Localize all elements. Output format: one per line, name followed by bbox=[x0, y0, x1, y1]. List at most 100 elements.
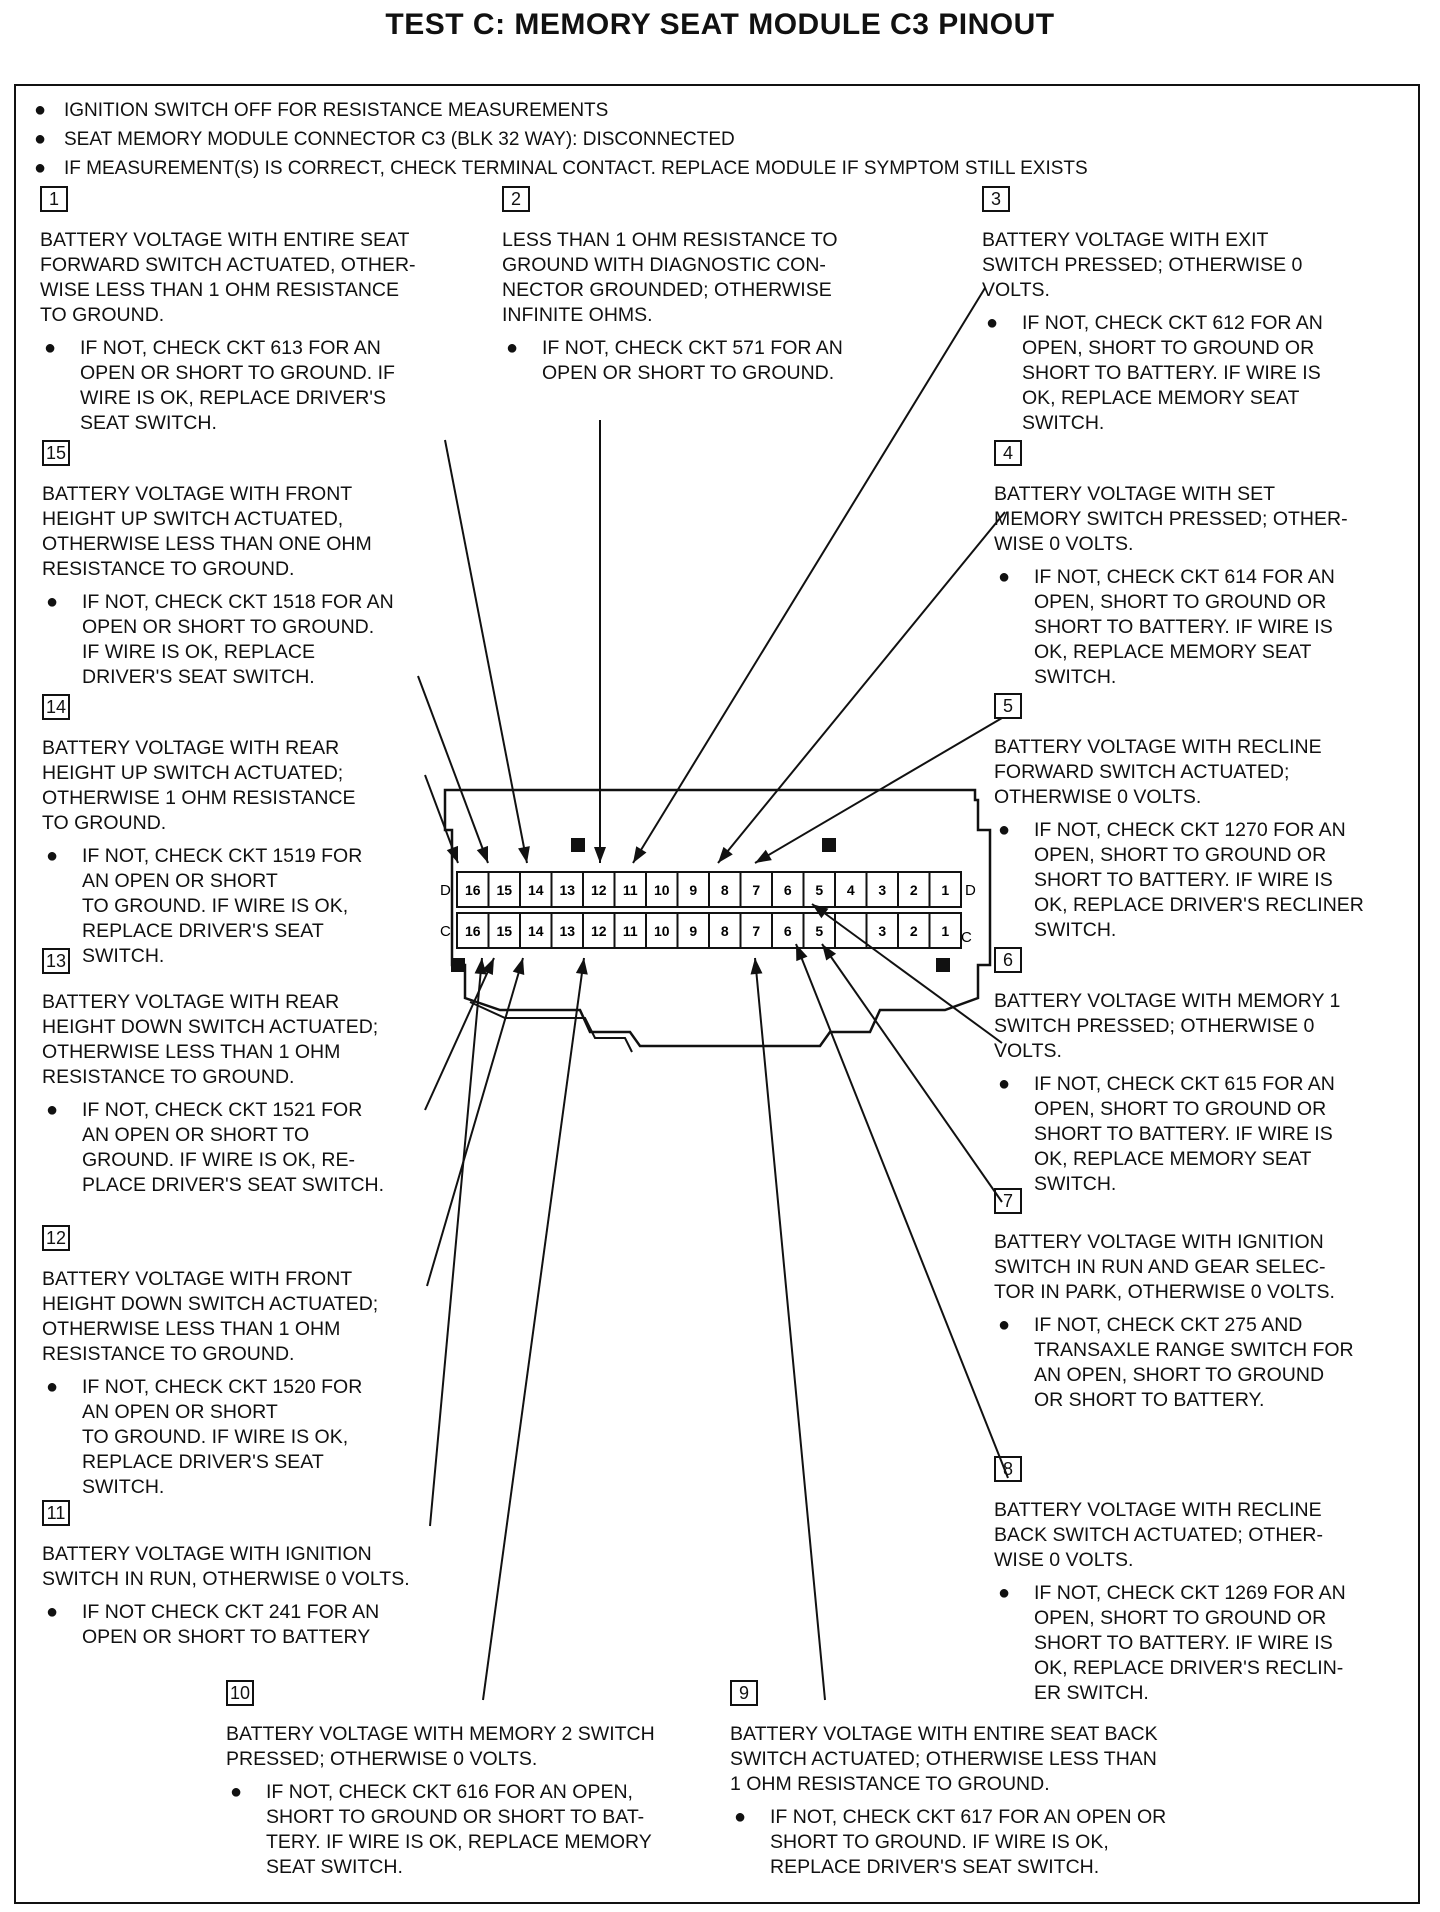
callout-description: BATTERY VOLTAGE WITH REAR HEIGHT UP SWIT… bbox=[42, 737, 356, 834]
pin-cell bbox=[897, 912, 931, 949]
callout-number: 13 bbox=[42, 948, 70, 974]
callout-leader-lines bbox=[417, 287, 1009, 1701]
callout-check: ●IF NOT, CHECK CKT 612 FOR AN OPEN, SHOR… bbox=[986, 312, 1323, 434]
callout-4: 4 BATTERY VOLTAGE WITH SET MEMORY SWITCH… bbox=[994, 440, 1348, 690]
pin-label: 16 bbox=[465, 882, 481, 898]
row-c-label-left: C bbox=[440, 923, 451, 940]
pin-label: 13 bbox=[559, 882, 575, 898]
arrowhead bbox=[446, 845, 458, 863]
callout-number: 5 bbox=[994, 693, 1022, 719]
pin-cell bbox=[928, 912, 962, 949]
pin-label: 6 bbox=[784, 923, 792, 939]
pin-cell bbox=[487, 912, 521, 949]
note-item: ●IF MEASUREMENT(S) IS CORRECT, CHECK TER… bbox=[34, 154, 1088, 183]
pin-label: 12 bbox=[591, 882, 607, 898]
page-title: TEST C: MEMORY SEAT MODULE C3 PINOUT bbox=[385, 8, 1055, 41]
pin-label: 9 bbox=[689, 923, 697, 939]
arrowhead bbox=[796, 944, 808, 962]
leader-line bbox=[811, 903, 1003, 1044]
pin-label: 3 bbox=[878, 882, 886, 898]
callout-check: ●IF NOT, CHECK CKT 275 AND TRANSAXLE RAN… bbox=[998, 1314, 1354, 1411]
pin-label: 8 bbox=[721, 882, 729, 898]
callout-check: ●IF NOT, CHECK CKT 1521 FOR AN OPEN OR S… bbox=[46, 1099, 385, 1196]
callout-check: ●IF NOT, CHECK CKT 1520 FOR AN OPEN OR S… bbox=[46, 1376, 363, 1498]
bullet-icon: ● bbox=[34, 128, 47, 150]
row-d-label-right: D bbox=[965, 882, 976, 899]
leader-line bbox=[632, 287, 986, 864]
pin-cell bbox=[456, 871, 490, 908]
pin-label: 2 bbox=[910, 882, 918, 898]
pin-label: 10 bbox=[654, 882, 670, 898]
arrowhead bbox=[512, 958, 525, 976]
callout-8: 8 BATTERY VOLTAGE WITH RECLINE BACK SWIT… bbox=[994, 1456, 1346, 1706]
pin-cell bbox=[739, 912, 773, 949]
callout-14: 14 BATTERY VOLTAGE WITH REAR HEIGHT UP S… bbox=[42, 694, 362, 969]
callout-13: 13 BATTERY VOLTAGE WITH REAR HEIGHT DOWN… bbox=[42, 948, 384, 1198]
callout-check: ●IF NOT, CHECK CKT 571 FOR AN OPEN OR SH… bbox=[506, 337, 843, 384]
callout-number: 15 bbox=[42, 440, 70, 466]
callout-number: 14 bbox=[42, 694, 70, 720]
bullet-icon: ● bbox=[46, 1601, 59, 1623]
polarity-key bbox=[822, 838, 836, 852]
callout-1: 1 BATTERY VOLTAGE WITH ENTIRE SEAT FORWA… bbox=[40, 186, 416, 436]
leader-line bbox=[821, 943, 1003, 1203]
bullet-icon: ● bbox=[998, 819, 1011, 841]
callout-number: 2 bbox=[502, 186, 530, 212]
polarity-key bbox=[571, 838, 585, 852]
callout-description: BATTERY VOLTAGE WITH ENTIRE SEAT FORWARD… bbox=[40, 229, 416, 326]
pin-label: 7 bbox=[752, 882, 760, 898]
pin-label: 7 bbox=[752, 923, 760, 939]
arrowhead bbox=[718, 846, 733, 863]
callout-description: BATTERY VOLTAGE WITH FRONT HEIGHT UP SWI… bbox=[42, 483, 372, 580]
pin-cell bbox=[834, 912, 868, 949]
arrowhead bbox=[633, 846, 647, 863]
callout-15: 15 BATTERY VOLTAGE WITH FRONT HEIGHT UP … bbox=[42, 440, 394, 690]
callout-description: BATTERY VOLTAGE WITH MEMORY 1 SWITCH PRE… bbox=[994, 990, 1341, 1062]
pin-label: 15 bbox=[496, 882, 512, 898]
callout-check: ●IF NOT, CHECK CKT 1518 FOR AN OPEN OR S… bbox=[46, 591, 394, 688]
callout-description: BATTERY VOLTAGE WITH IGNITION SWITCH IN … bbox=[42, 1543, 410, 1590]
pin-label: 14 bbox=[528, 882, 544, 898]
pin-label: 11 bbox=[623, 923, 638, 939]
bullet-icon: ● bbox=[734, 1806, 747, 1828]
row-c-label-right: C bbox=[961, 929, 972, 946]
pin-label: 11 bbox=[623, 882, 638, 898]
bullet-icon: ● bbox=[34, 157, 47, 179]
callout-check: ●IF NOT, CHECK CKT 615 FOR AN OPEN, SHOR… bbox=[998, 1073, 1335, 1195]
pin-label: 6 bbox=[784, 882, 792, 898]
bullet-icon: ● bbox=[46, 1376, 59, 1398]
note-item: ●SEAT MEMORY MODULE CONNECTOR C3 (BLK 32… bbox=[34, 125, 1088, 154]
callout-description: BATTERY VOLTAGE WITH RECLINE BACK SWITCH… bbox=[994, 1499, 1323, 1571]
pin-cell bbox=[771, 912, 805, 949]
callout-5: 5 BATTERY VOLTAGE WITH RECLINE FORWARD S… bbox=[994, 693, 1364, 943]
arrowhead bbox=[476, 845, 489, 863]
pin-label: 16 bbox=[465, 923, 481, 939]
callout-description: BATTERY VOLTAGE WITH SET MEMORY SWITCH P… bbox=[994, 483, 1348, 555]
callout-3: 3 BATTERY VOLTAGE WITH EXIT SWITCH PRESS… bbox=[982, 186, 1323, 436]
bullet-icon: ● bbox=[44, 337, 57, 359]
row-d-label-left: D bbox=[440, 882, 451, 899]
callout-number: 7 bbox=[994, 1188, 1022, 1214]
callout-12: 12 BATTERY VOLTAGE WITH FRONT HEIGHT DOW… bbox=[42, 1225, 378, 1500]
callout-2: 2 LESS THAN 1 OHM RESISTANCE TO GROUND W… bbox=[502, 186, 843, 386]
pin-label: 1 bbox=[941, 882, 949, 898]
bullet-icon: ● bbox=[230, 1781, 243, 1803]
arrowhead bbox=[481, 958, 494, 976]
callout-number: 10 bbox=[226, 1680, 254, 1706]
callout-check: ●IF NOT, CHECK CKT 1270 FOR AN OPEN, SHO… bbox=[998, 819, 1364, 941]
pin-label: 8 bbox=[721, 923, 729, 939]
callout-description: BATTERY VOLTAGE WITH MEMORY 2 SWITCH PRE… bbox=[226, 1723, 655, 1770]
note-item: ●IGNITION SWITCH OFF FOR RESISTANCE MEAS… bbox=[34, 96, 1088, 125]
polarity-key bbox=[936, 958, 950, 972]
callout-number: 3 bbox=[982, 186, 1010, 212]
leader-line bbox=[424, 957, 495, 1111]
pin-cell bbox=[928, 871, 962, 908]
pin-label: 4 bbox=[847, 882, 855, 898]
pin-label: 13 bbox=[559, 923, 575, 939]
pin-label: 10 bbox=[654, 923, 670, 939]
callout-number: 4 bbox=[994, 440, 1022, 466]
callout-description: BATTERY VOLTAGE WITH IGNITION SWITCH IN … bbox=[994, 1231, 1335, 1303]
callout-number: 9 bbox=[730, 1680, 758, 1706]
callout-description: BATTERY VOLTAGE WITH FRONT HEIGHT DOWN S… bbox=[42, 1268, 379, 1365]
bullet-icon: ● bbox=[998, 1314, 1011, 1336]
